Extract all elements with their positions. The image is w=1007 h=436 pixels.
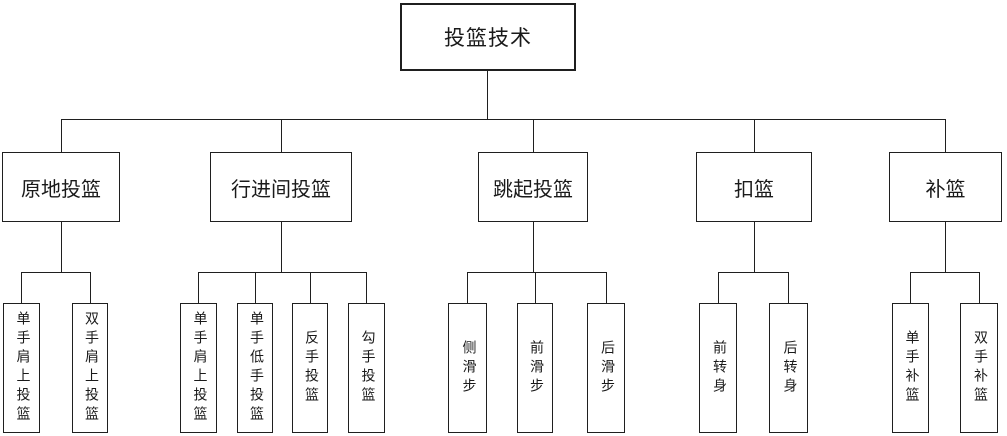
node-leaf-label: 前滑步 (528, 339, 543, 397)
node-branch-label: 行进间投篮 (231, 178, 331, 201)
node-leaf-one-hand-tip-in: 单手补篮 (892, 303, 929, 433)
node-branch-set-shot: 原地投篮 (2, 152, 120, 222)
connector-stem-tip-in (945, 222, 946, 272)
node-branch-label: 扣篮 (734, 178, 774, 201)
node-leaf-label: 前转身 (711, 339, 726, 397)
connector-leaf-drop (606, 272, 607, 303)
connector-leaf-drop (910, 272, 911, 303)
connector-stem-moving-shot (281, 222, 282, 272)
node-leaf-label: 单手肩上投篮 (14, 311, 30, 425)
node-branch-dunk: 扣篮 (696, 152, 812, 222)
connector-bus-dunk (718, 272, 789, 273)
connector-stem-dunk (754, 222, 755, 272)
node-root: 投篮技术 (400, 3, 576, 71)
connector-drop-jump-shot (533, 119, 534, 153)
node-leaf-one-hand-overhead-shot-moving: 单手肩上投篮 (180, 303, 217, 433)
connector-main-bus (61, 119, 946, 120)
node-leaf-label: 双手肩上投篮 (83, 311, 98, 425)
connector-leaf-drop (198, 272, 199, 303)
connector-leaf-drop (366, 272, 367, 303)
node-leaf-reverse-shot: 反手投篮 (292, 303, 328, 433)
node-leaf-side-slide-step: 侧滑步 (448, 303, 487, 433)
connector-drop-dunk (754, 119, 755, 153)
node-root-label: 投篮技术 (444, 26, 532, 50)
connector-leaf-drop (979, 272, 980, 303)
connector-leaf-drop (467, 272, 468, 303)
node-branch-moving-shot: 行进间投篮 (210, 152, 352, 222)
connector-drop-moving-shot (281, 119, 282, 153)
node-leaf-one-hand-underhand-shot: 单手低手投篮 (237, 303, 273, 433)
connector-stem-set-shot (61, 222, 62, 272)
connector-leaf-drop (255, 272, 256, 303)
node-leaf-one-hand-overhead-shot: 单手肩上投篮 (3, 303, 40, 433)
connector-stem-jump-shot (533, 222, 534, 272)
node-leaf-two-hand-overhead-shot: 双手肩上投篮 (72, 303, 108, 433)
node-leaf-label: 单手肩上投篮 (191, 311, 207, 425)
connector-leaf-drop (310, 272, 311, 303)
node-branch-label: 补篮 (925, 178, 966, 201)
connector-drop-tip-in (945, 119, 946, 153)
connector-bus-tip-in (911, 272, 979, 273)
connector-leaf-drop (21, 272, 22, 303)
node-leaf-front-slide-step: 前滑步 (517, 303, 553, 433)
node-leaf-label: 后滑步 (599, 339, 614, 397)
node-leaf-label: 侧滑步 (460, 339, 476, 397)
connector-bus-jump-shot (467, 272, 606, 273)
node-leaf-label: 单手低手投篮 (248, 311, 263, 425)
node-leaf-hook-shot: 勾手投篮 (348, 303, 385, 433)
node-leaf-label: 单手补篮 (903, 330, 919, 406)
connector-leaf-drop (90, 272, 91, 303)
node-leaf-label: 后转身 (781, 339, 797, 397)
node-branch-label: 原地投篮 (21, 178, 101, 201)
node-leaf-label: 勾手投篮 (359, 330, 375, 406)
node-branch-label: 跳起投篮 (493, 178, 573, 201)
node-leaf-two-hand-tip-in: 双手补篮 (960, 303, 998, 433)
connector-bus-set-shot (21, 272, 91, 273)
connector-drop-set-shot (61, 119, 62, 153)
node-leaf-reverse-pivot: 后转身 (769, 303, 808, 433)
node-branch-tip-in: 补篮 (889, 152, 1002, 222)
connector-leaf-drop (718, 272, 719, 303)
node-branch-jump-shot: 跳起投篮 (478, 152, 588, 222)
connector-bus-moving-shot (198, 272, 366, 273)
connector-root-stem (487, 71, 488, 119)
node-leaf-back-slide-step: 后滑步 (587, 303, 625, 433)
node-leaf-front-pivot: 前转身 (699, 303, 737, 433)
connector-leaf-drop (788, 272, 789, 303)
node-leaf-label: 反手投篮 (303, 330, 318, 406)
node-leaf-label: 双手补篮 (972, 330, 987, 406)
connector-leaf-drop (535, 272, 536, 303)
